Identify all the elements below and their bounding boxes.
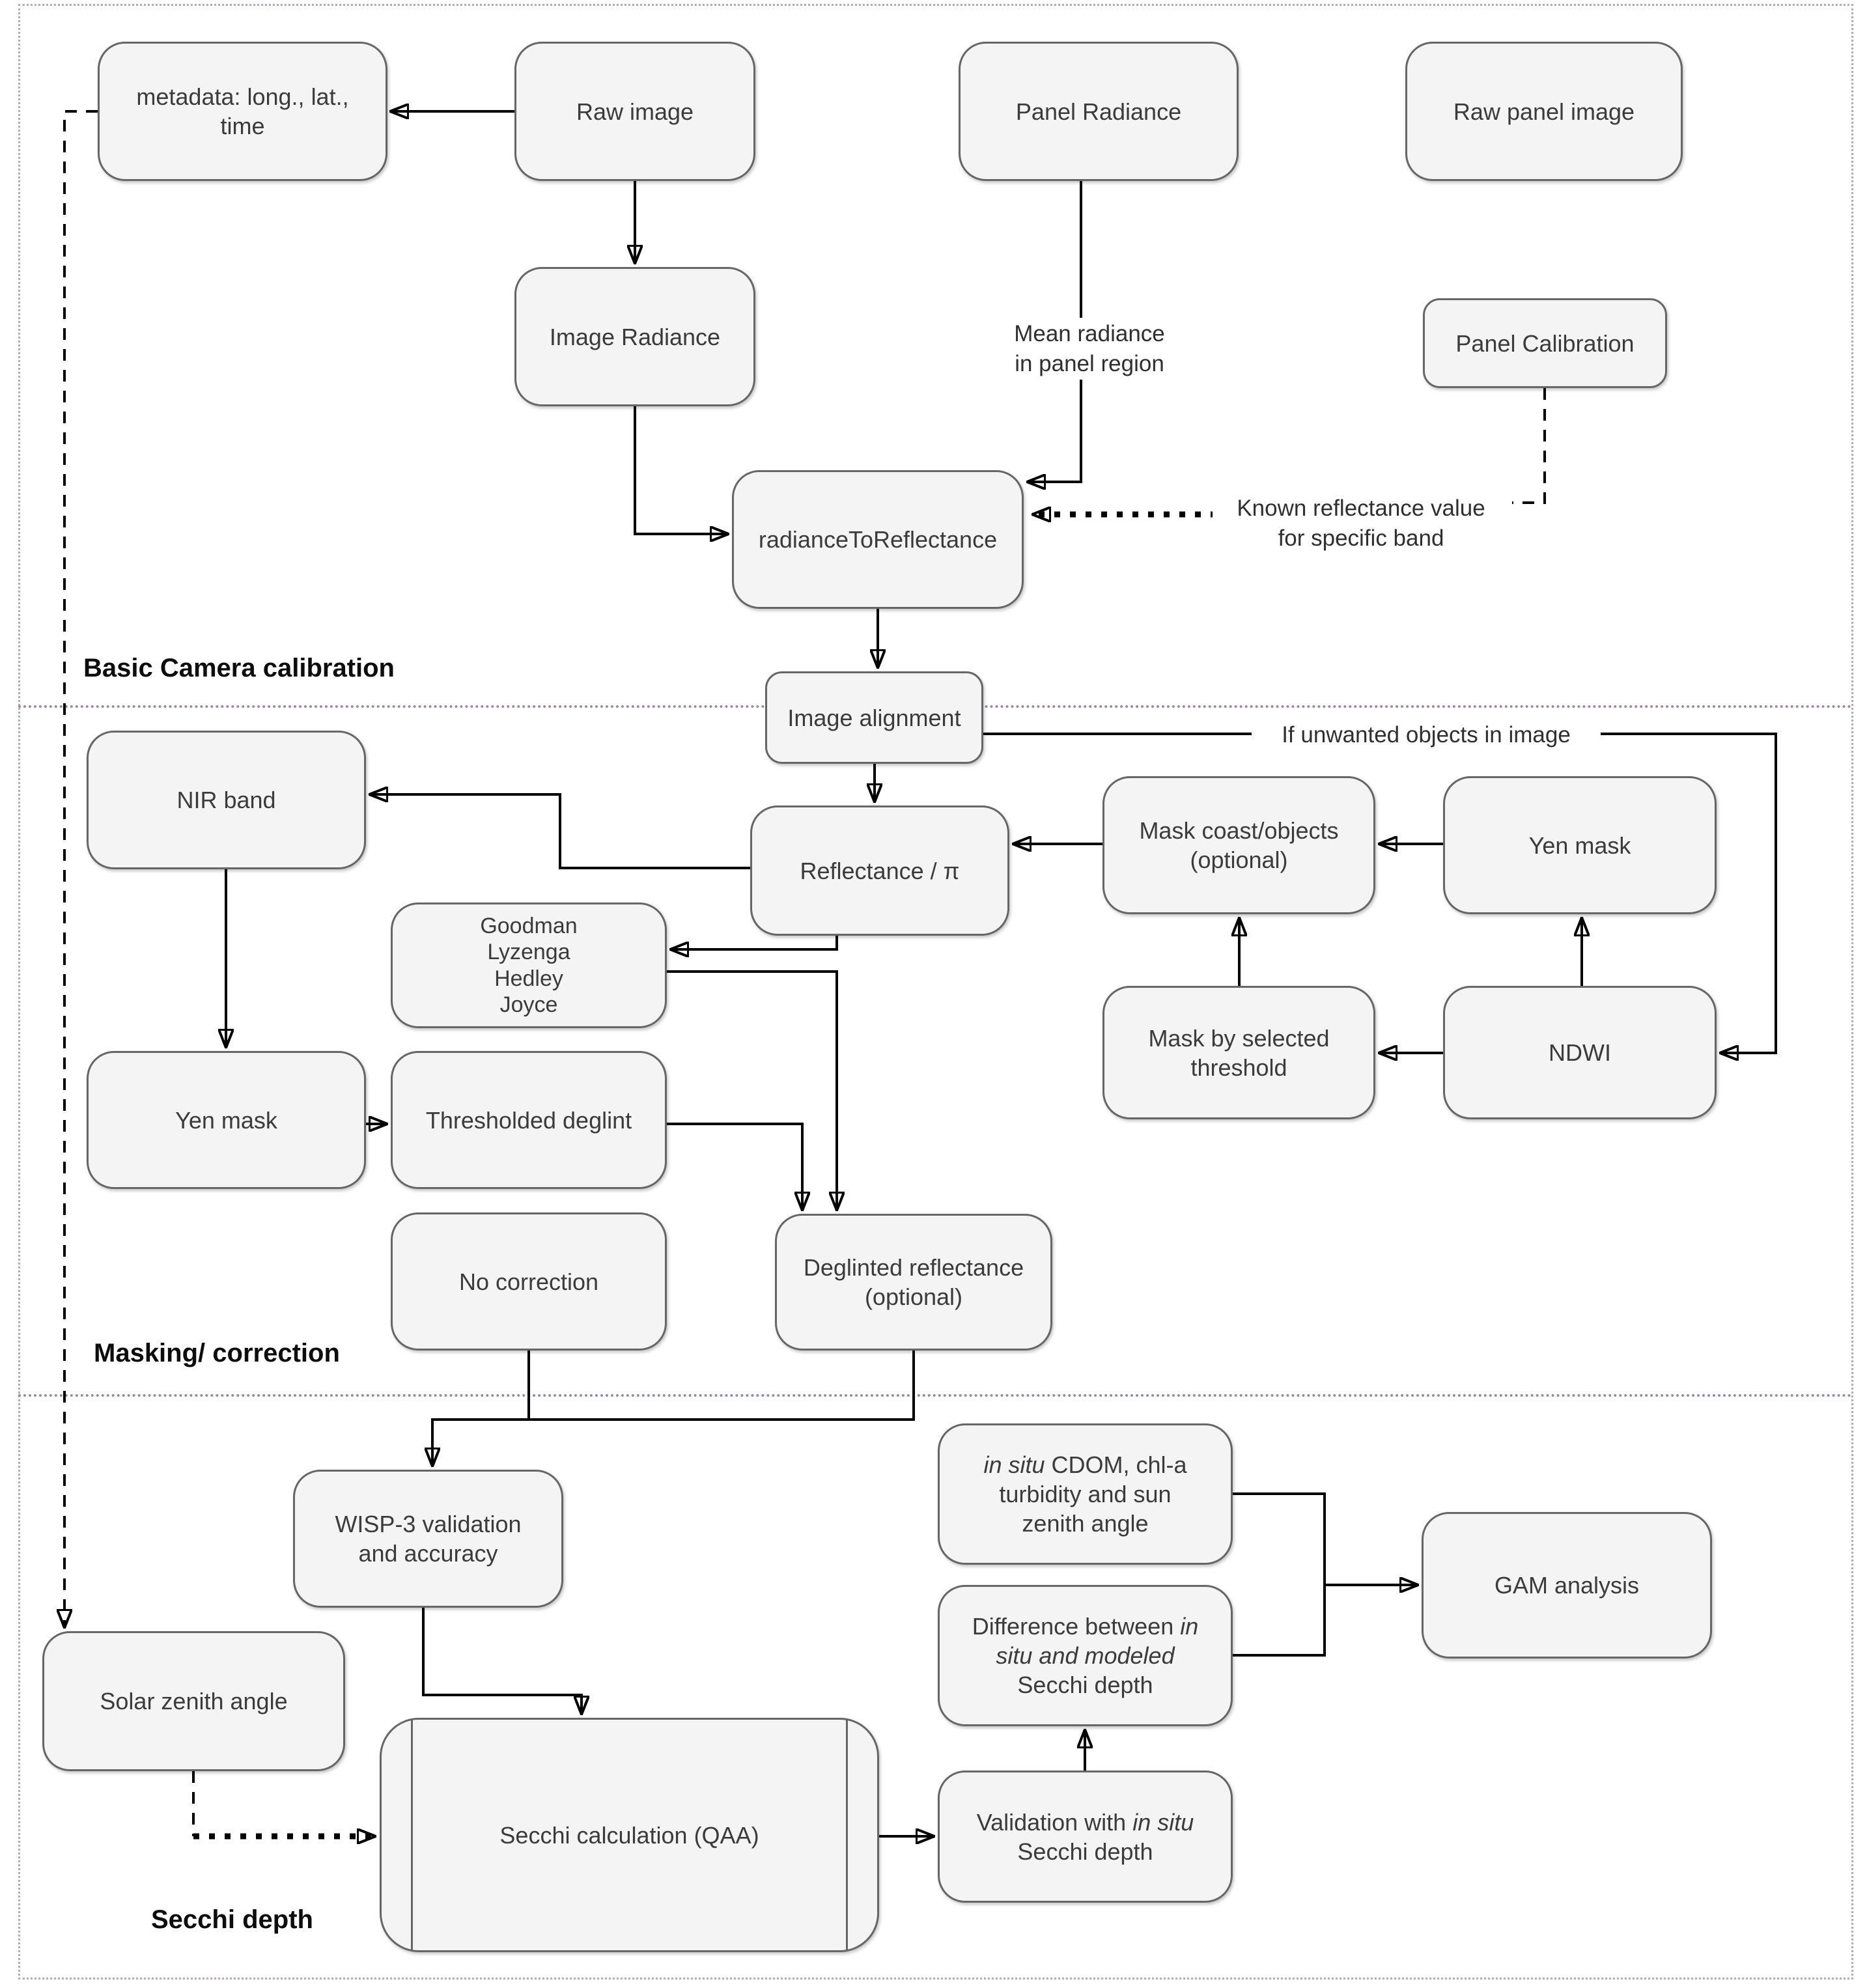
node-goodman-methods-label: Goodman Lyzenga Hedley Joyce bbox=[480, 914, 578, 1017]
node-panel-calibration-label: Panel Calibration bbox=[1455, 329, 1635, 357]
node-insitu-cdom-italic: in situ bbox=[983, 1451, 1045, 1478]
edge-imageradiance-to-rad2refl bbox=[634, 406, 728, 534]
node-yen-mask-right: Yen mask bbox=[1443, 776, 1717, 914]
edge-panelradiance-to-rad2refl bbox=[1028, 181, 1082, 482]
edge-wisp3-to-secchicalc bbox=[422, 1608, 582, 1714]
edge-threshdeglint-to-deglinted bbox=[667, 1123, 802, 1210]
node-validation-insitu-label: Validation with in situ Secchi depth bbox=[969, 1808, 1201, 1866]
node-difference-secchi: Difference between in situ and modeled S… bbox=[938, 1585, 1233, 1726]
node-difference-secchi-label: Difference between in situ and modeled S… bbox=[969, 1612, 1201, 1700]
node-difference-post: Secchi depth bbox=[1017, 1672, 1153, 1698]
node-ndwi: NDWI bbox=[1443, 986, 1717, 1119]
node-gam-analysis-label: GAM analysis bbox=[1494, 1572, 1640, 1599]
node-ndwi-label: NDWI bbox=[1549, 1039, 1611, 1066]
node-deglinted-reflectance-label: Deglinted reflectance (optional) bbox=[803, 1254, 1024, 1310]
node-panel-radiance: Panel Radiance bbox=[959, 42, 1239, 181]
node-mask-coast-label: Mask coast/objects (optional) bbox=[1139, 817, 1339, 873]
node-insitu-cdom-rest: CDOM, chl-a turbidity and sun zenith ang… bbox=[999, 1451, 1187, 1537]
node-raw-panel-image-label: Raw panel image bbox=[1453, 98, 1635, 125]
section-divider-masking-secchi bbox=[18, 1394, 1853, 1397]
node-secchi-calculation: Secchi calculation (QAA) bbox=[380, 1718, 879, 1952]
section-label-masking-correction: Masking/ correction bbox=[94, 1339, 340, 1367]
node-panel-calibration: Panel Calibration bbox=[1423, 298, 1667, 388]
node-wisp3-validation: WISP-3 validation and accuracy bbox=[293, 1470, 563, 1608]
node-reflectance-pi: Reflectance / π bbox=[750, 805, 1009, 936]
node-mask-coast: Mask coast/objects (optional) bbox=[1102, 776, 1375, 914]
node-validation-pre: Validation with bbox=[976, 1808, 1133, 1836]
node-validation-italic: in situ bbox=[1132, 1808, 1194, 1836]
node-metadata-label: metadata: long., lat., time bbox=[136, 83, 349, 139]
node-yen-mask-left-label: Yen mask bbox=[175, 1106, 277, 1134]
node-thresholded-deglint: Thresholded deglint bbox=[391, 1051, 667, 1189]
node-yen-mask-left: Yen mask bbox=[87, 1051, 366, 1189]
node-wisp3-validation-label: WISP-3 validation and accuracy bbox=[335, 1511, 522, 1567]
node-raw-image: Raw image bbox=[514, 42, 755, 181]
edge-reflectance-to-goodman bbox=[671, 936, 838, 949]
node-insitu-cdom-label: in situ CDOM, chl-a turbidity and sun ze… bbox=[969, 1450, 1201, 1538]
node-raw-panel-image: Raw panel image bbox=[1405, 42, 1683, 181]
node-no-correction-label: No correction bbox=[458, 1268, 599, 1295]
node-radiance-to-reflectance-label: radianceToReflectance bbox=[758, 526, 998, 553]
section-label-basic-camera-calibration: Basic Camera calibration bbox=[83, 654, 395, 682]
predefined-process-line-right bbox=[846, 1720, 848, 1950]
node-thresholded-deglint-label: Thresholded deglint bbox=[425, 1106, 632, 1134]
node-metadata: metadata: long., lat., time bbox=[98, 42, 387, 181]
node-image-alignment: Image alignment bbox=[765, 671, 983, 764]
node-radiance-to-reflectance: radianceToReflectance bbox=[732, 470, 1024, 609]
edge-label-known-reflectance: Known reflectance value for specific ban… bbox=[1213, 492, 1509, 554]
node-deglinted-reflectance: Deglinted reflectance (optional) bbox=[775, 1214, 1052, 1351]
node-solar-zenith: Solar zenith angle bbox=[42, 1631, 345, 1771]
node-nir-band-label: NIR band bbox=[176, 787, 276, 813]
edge-reflectance-to-nirband bbox=[370, 794, 750, 869]
node-validation-insitu: Validation with in situ Secchi depth bbox=[938, 1771, 1233, 1903]
node-validation-post: Secchi depth bbox=[1017, 1838, 1153, 1865]
edge-panelcalibration-dashed bbox=[1512, 388, 1546, 504]
node-difference-pre: Difference between bbox=[972, 1613, 1181, 1640]
section-label-secchi-depth: Secchi depth bbox=[151, 1905, 313, 1934]
edge-label-if-unwanted-objects: If unwanted objects in image bbox=[1252, 719, 1601, 751]
node-solar-zenith-label: Solar zenith angle bbox=[100, 1688, 288, 1715]
node-image-alignment-label: Image alignment bbox=[787, 704, 961, 731]
node-yen-mask-right-label: Yen mask bbox=[1528, 832, 1631, 859]
node-raw-image-label: Raw image bbox=[576, 98, 694, 125]
node-goodman-methods: Goodman Lyzenga Hedley Joyce bbox=[391, 903, 667, 1028]
node-no-correction: No correction bbox=[391, 1212, 667, 1351]
edge-goodman-to-deglinted bbox=[667, 970, 837, 1210]
node-image-radiance: Image Radiance bbox=[514, 267, 755, 406]
node-reflectance-pi-label: Reflectance / π bbox=[800, 857, 960, 884]
edge-deglinted-to-wisp3 bbox=[432, 1351, 915, 1466]
node-difference-italic: in situ and modeled bbox=[996, 1613, 1199, 1669]
node-mask-threshold-label: Mask by selected threshold bbox=[1148, 1024, 1330, 1081]
node-mask-threshold: Mask by selected threshold bbox=[1102, 986, 1375, 1119]
edge-cdom-difference-junction bbox=[1233, 1492, 1326, 1657]
node-gam-analysis: GAM analysis bbox=[1422, 1512, 1712, 1659]
node-image-radiance-label: Image Radiance bbox=[549, 323, 721, 350]
edge-label-mean-radiance: Mean radiance in panel region bbox=[983, 318, 1196, 380]
node-secchi-calculation-label: Secchi calculation (QAA) bbox=[499, 1821, 759, 1849]
node-panel-radiance-label: Panel Radiance bbox=[1015, 98, 1182, 125]
edge-metadata-to-solarzenith-dashed bbox=[64, 110, 98, 1627]
node-insitu-cdom: in situ CDOM, chl-a turbidity and sun ze… bbox=[938, 1423, 1233, 1565]
predefined-process-line-left bbox=[411, 1720, 413, 1950]
node-nir-band: NIR band bbox=[87, 731, 366, 869]
